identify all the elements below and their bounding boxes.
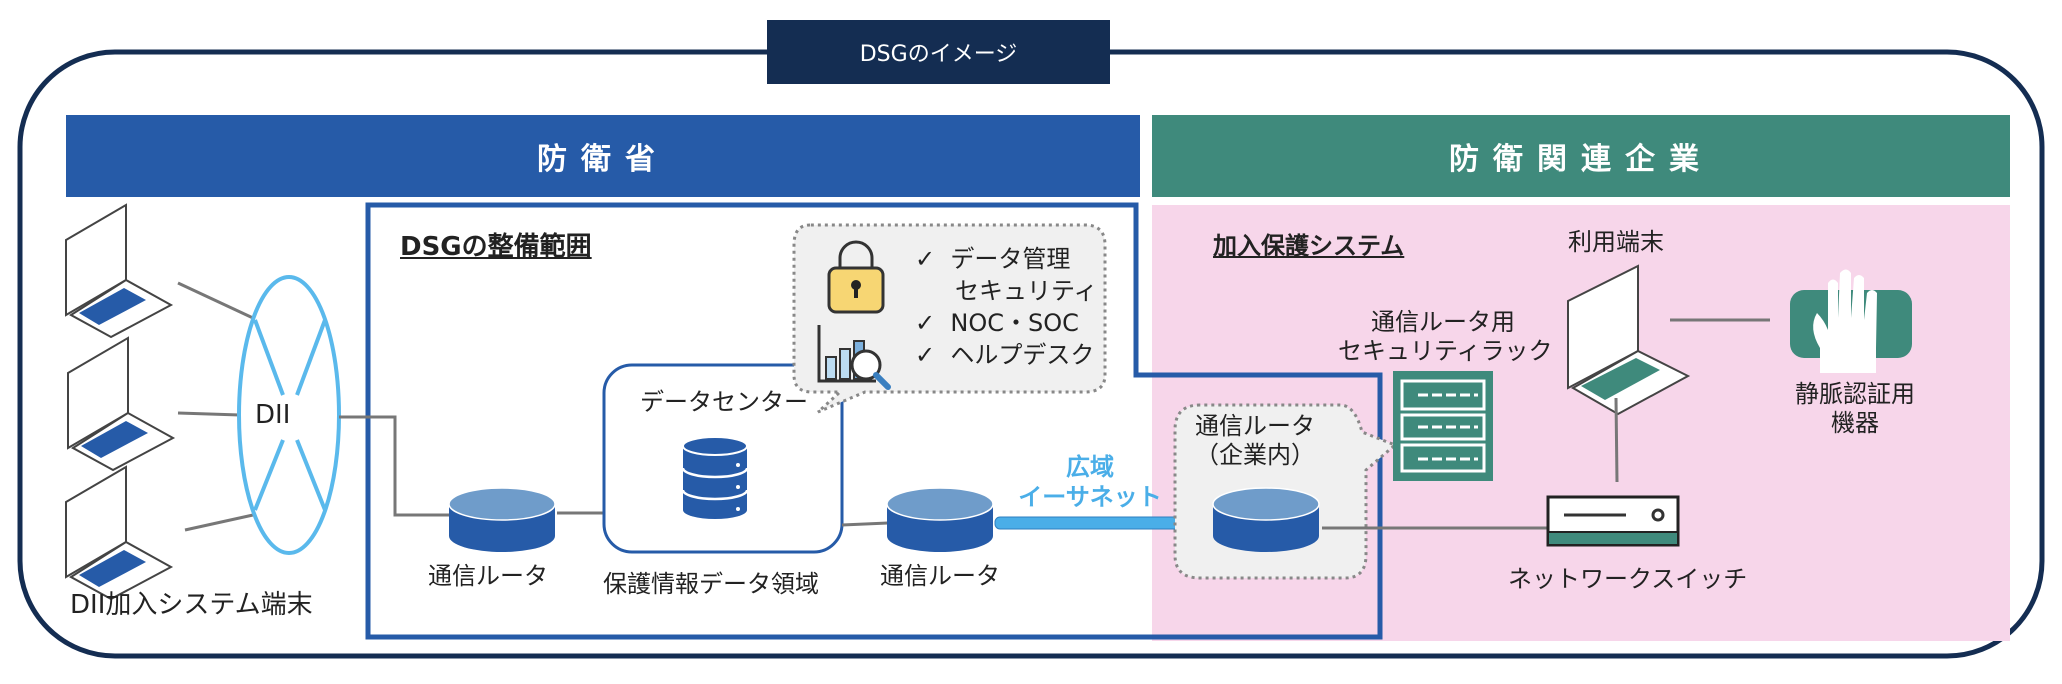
protected-area-label: 保護情報データ領域 <box>603 570 819 598</box>
connector-line <box>1614 397 1619 483</box>
router-right-label: 通信ルータ <box>880 562 1000 590</box>
vein-device-label: 静脈認証用 機器 <box>1770 380 1940 438</box>
user-terminal-label: 利用端末 <box>1568 228 1664 256</box>
check-icon: ✓ <box>915 245 936 273</box>
connector-line <box>339 415 450 517</box>
vein-device-label-line1: 静脈認証用 <box>1795 380 1915 408</box>
laptop-icon <box>67 336 176 472</box>
dii-label: DII <box>255 400 291 430</box>
check-icon: ✓ <box>915 309 936 337</box>
corporate-router-label-line2: （企業内） <box>1195 440 1315 469</box>
router-icon <box>1212 487 1320 552</box>
wan-label: 広域 イーサネット <box>1010 452 1170 512</box>
services-list: ✓ データ管理 セキュリティ ✓ NOC・SOC ✓ ヘルプデスク <box>915 243 1098 371</box>
service-item-continued: セキュリティ <box>915 275 1098 307</box>
router-icon <box>886 487 994 552</box>
mod-header: 防衛省 <box>537 142 669 177</box>
connector-line <box>177 411 241 417</box>
wan-label-line2: イーサネット <box>1018 483 1162 511</box>
laptop-icon <box>65 203 174 339</box>
protection-system-title: 加入保護システム <box>1213 232 1405 260</box>
user-terminal-laptop-icon <box>1567 264 1691 416</box>
security-rack-label-line1: 通信ルータ用 <box>1371 308 1515 336</box>
service-item-label: ヘルプデスク <box>950 341 1095 369</box>
lock-icon <box>827 240 885 314</box>
wan-label-line1: 広域 <box>1066 453 1114 481</box>
check-icon: ✓ <box>915 341 936 369</box>
industry-header: 防衛関連企業 <box>1449 142 1713 177</box>
security-rack-label-line2: セキュリティラック <box>1338 336 1553 365</box>
service-item: ✓ データ管理 <box>915 243 1098 275</box>
industry-header-bg <box>1152 115 2010 197</box>
dsg-scope-title: DSGの整備範囲 <box>400 232 592 262</box>
vein-device-label-line2: 機器 <box>1831 408 1879 437</box>
mod-header-bg <box>66 115 1140 197</box>
corporate-router-label-line1: 通信ルータ <box>1195 412 1315 440</box>
security-rack-icon <box>1393 371 1493 481</box>
service-item-label: データ管理 <box>950 245 1071 273</box>
connector-line <box>841 521 889 527</box>
router-icon <box>448 487 556 552</box>
network-switch-label: ネットワークスイッチ <box>1508 565 1748 593</box>
vein-authentication-icon <box>1790 269 1912 373</box>
connector-line <box>184 513 254 532</box>
laptop-icon <box>65 465 174 601</box>
analytics-icon <box>817 325 891 390</box>
security-rack-label: 通信ルータ用 セキュリティラック <box>1338 308 1553 366</box>
connector-line <box>177 281 254 320</box>
service-item: ✓ ヘルプデスク <box>915 339 1098 371</box>
router-left-label: 通信ルータ <box>428 562 548 590</box>
dsg-scope-frame <box>365 202 1383 640</box>
diagram-title: DSGのイメージ <box>767 20 1110 84</box>
service-item-label: セキュリティ <box>955 277 1098 305</box>
service-item-label: NOC・SOC <box>950 309 1079 337</box>
service-item: ✓ NOC・SOC <box>915 307 1098 339</box>
database-icon <box>681 436 749 519</box>
dii-terminals-label: DII加入システム端末 <box>70 590 313 620</box>
network-switch-icon <box>1546 495 1680 547</box>
dii-network-icon <box>237 275 341 555</box>
corporate-router-label: 通信ルータ （企業内） <box>1195 412 1315 470</box>
datacenter-label: データセンター <box>640 388 808 416</box>
